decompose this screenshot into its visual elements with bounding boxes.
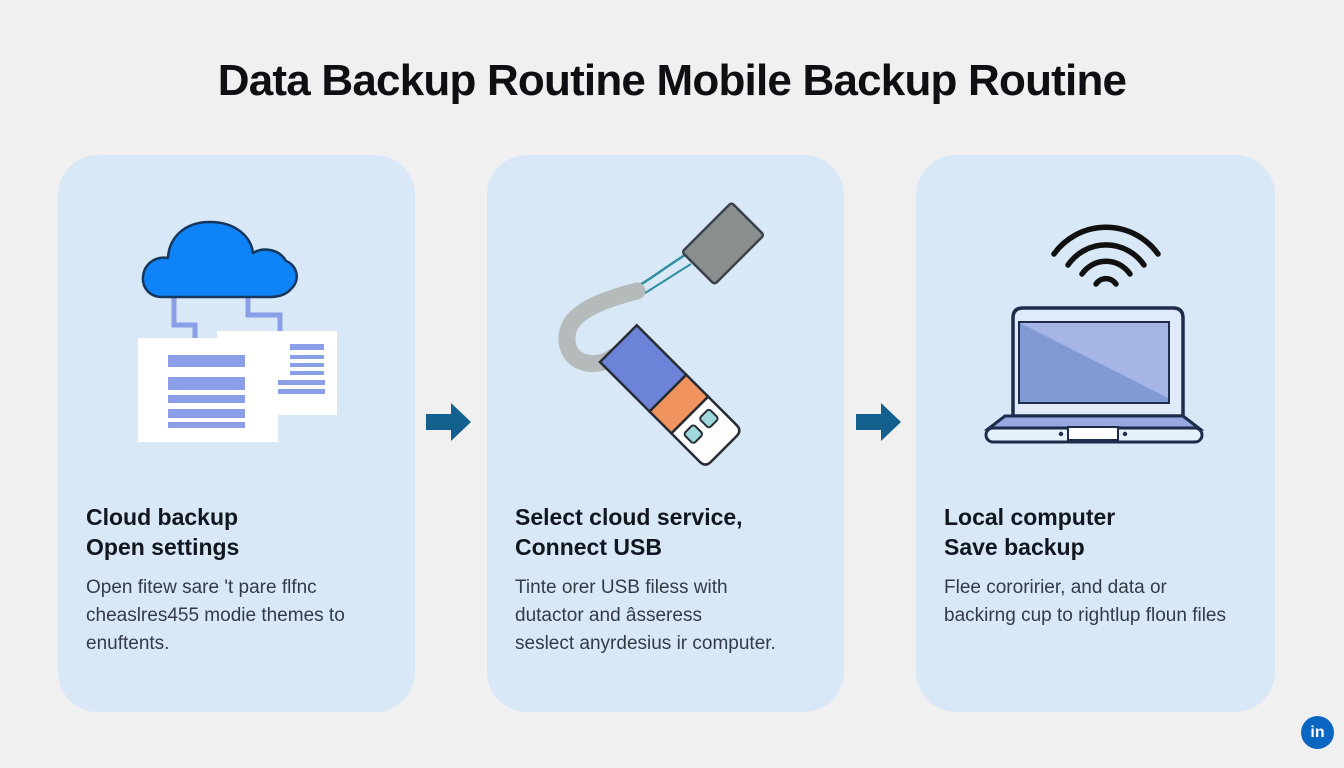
page-title: Data Backup Routine Mobile Backup Routin… (217, 56, 1127, 105)
laptop-wifi-icon (976, 213, 1216, 453)
document-front (138, 338, 278, 442)
usb-stick (598, 323, 741, 466)
step-card-connect-usb: Select cloud service, Connect USB Tinte … (487, 155, 844, 712)
step-description: Open fitew sare 't pare flfnc cheaslres4… (86, 577, 345, 654)
step-heading: Local computer Save backup (944, 504, 1116, 560)
step-card-local-computer: Local computer Save backup Flee cororiri… (916, 155, 1275, 712)
step-description: Tinte orer USB filess with dutactor and … (515, 577, 776, 654)
step-description: Flee cororirier, and data or backirng cu… (944, 577, 1226, 626)
step-heading: Cloud backup Open settings (86, 504, 240, 560)
usb-plug (681, 202, 765, 285)
cloud-shape (141, 220, 298, 299)
cloud-documents-icon (118, 210, 358, 455)
right-arrow-icon (426, 403, 471, 441)
wifi-signal (1051, 224, 1161, 287)
right-arrow-icon (856, 403, 901, 441)
step-card-cloud-backup: Cloud backup Open settings Open fitew sa… (58, 155, 415, 712)
step-heading: Select cloud service, Connect USB (515, 504, 743, 560)
linkedin-icon[interactable]: in (1301, 716, 1334, 749)
usb-drive-cable-icon (545, 195, 780, 472)
